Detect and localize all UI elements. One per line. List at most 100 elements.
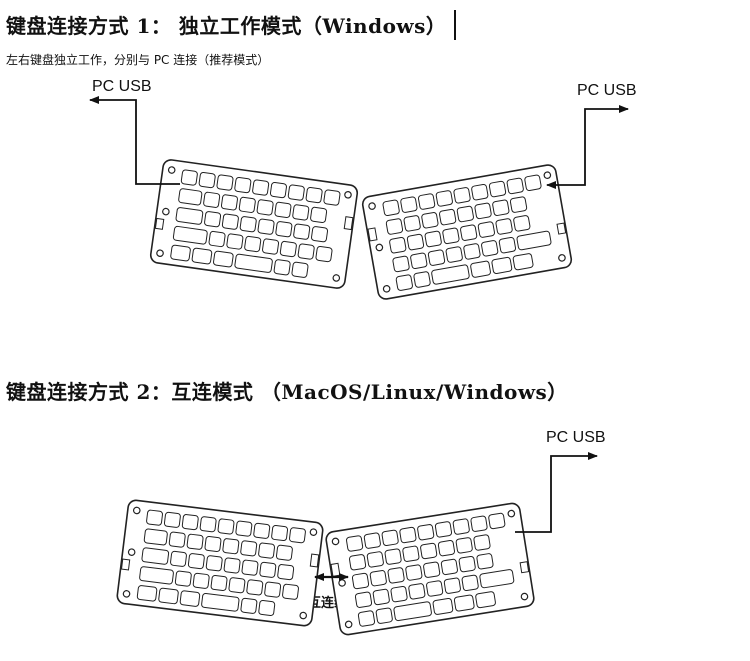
keycap — [234, 176, 252, 194]
keycap — [305, 186, 323, 204]
keycap — [228, 577, 246, 594]
mounting-hole — [132, 506, 141, 515]
mounting-hole — [338, 579, 346, 587]
keycap — [146, 509, 163, 526]
keycap — [269, 181, 287, 199]
keycap — [226, 233, 244, 250]
keycap — [399, 526, 417, 544]
keycap — [357, 610, 376, 627]
keycap — [492, 199, 510, 216]
keycap — [246, 579, 264, 596]
keycap — [434, 521, 453, 538]
keycap — [456, 205, 474, 223]
keycap — [403, 215, 421, 232]
keycap — [235, 520, 253, 537]
mounting-hole — [382, 285, 391, 293]
keycap — [405, 564, 423, 581]
keycap — [168, 531, 186, 548]
keycap — [258, 542, 276, 559]
keycap — [351, 572, 370, 590]
mounting-hole — [332, 274, 341, 282]
mode1-title: 键盘连接方式 1： 独立工作模式（Windows） — [6, 14, 447, 38]
mode2-title: 键盘连接方式 2：互连模式 （MacOS/Linux/Windows） — [6, 380, 568, 404]
keycap — [437, 540, 456, 557]
keycap — [513, 215, 531, 232]
keycap — [474, 202, 492, 220]
keycap — [488, 180, 507, 198]
keycap — [274, 201, 292, 218]
mounting-hole — [375, 243, 384, 252]
mode1-right-cable-arrow — [546, 105, 629, 189]
mounting-hole — [368, 202, 376, 210]
mode2-usb-cable-arrow — [515, 452, 598, 533]
keycap — [201, 592, 240, 612]
keycap — [421, 212, 439, 229]
mounting-hole — [127, 548, 136, 556]
keycap — [363, 532, 381, 549]
keycap — [275, 221, 293, 238]
keycap — [453, 594, 475, 612]
keycap — [509, 196, 528, 213]
keycap — [392, 255, 410, 273]
keycap — [488, 512, 506, 530]
mode1-heading: 键盘连接方式 1： 独立工作模式（Windows） — [6, 10, 457, 40]
keycap — [476, 553, 494, 570]
keycap — [426, 580, 444, 597]
keycap — [141, 547, 170, 565]
keycap — [240, 540, 258, 557]
keycap — [277, 564, 295, 581]
keycap — [423, 561, 441, 578]
keycap — [390, 585, 408, 603]
keycap — [216, 174, 234, 191]
mode1-left-keyboard — [149, 159, 359, 289]
keycap — [275, 544, 293, 561]
keycap — [498, 236, 517, 254]
keycap — [205, 555, 223, 572]
keycap — [273, 259, 291, 276]
keycap — [479, 569, 515, 589]
mode1-right-keyboard — [361, 164, 573, 300]
keycap — [136, 585, 158, 602]
mounting-hole — [520, 592, 529, 601]
keycap — [381, 529, 399, 547]
keycap — [258, 600, 276, 617]
mounting-hole — [299, 611, 308, 620]
keycap — [310, 206, 328, 223]
keycap — [170, 244, 191, 262]
mode1-left-cable-arrow — [89, 96, 180, 185]
keycap — [323, 189, 341, 206]
keycap — [481, 240, 499, 257]
keycap — [420, 542, 438, 560]
keycap — [180, 169, 198, 186]
keycap — [221, 213, 239, 230]
keycap — [432, 598, 454, 615]
keycap — [238, 196, 256, 213]
keycap — [512, 253, 534, 271]
keycap — [213, 250, 234, 268]
keycap — [348, 554, 367, 571]
keycap — [495, 218, 513, 235]
keycap — [186, 533, 204, 550]
keycap — [289, 527, 306, 544]
keycap — [491, 256, 513, 274]
keycap — [460, 224, 478, 241]
keycap — [158, 587, 179, 605]
keycap — [506, 177, 524, 195]
keycap — [516, 230, 552, 251]
mounting-hole — [558, 254, 566, 262]
mounting-hole — [162, 207, 170, 216]
keycap — [395, 274, 413, 291]
keycap — [297, 243, 315, 260]
keycap — [384, 548, 402, 565]
keycap — [375, 607, 393, 624]
keycap — [440, 558, 458, 576]
keycap — [282, 583, 299, 600]
keycap — [271, 525, 289, 542]
usb-port — [343, 216, 354, 231]
keycap — [240, 597, 258, 614]
keycap — [455, 537, 473, 554]
mounting-hole — [344, 620, 353, 629]
keycap — [252, 179, 270, 196]
keycap — [413, 271, 431, 288]
link-port — [519, 561, 530, 574]
